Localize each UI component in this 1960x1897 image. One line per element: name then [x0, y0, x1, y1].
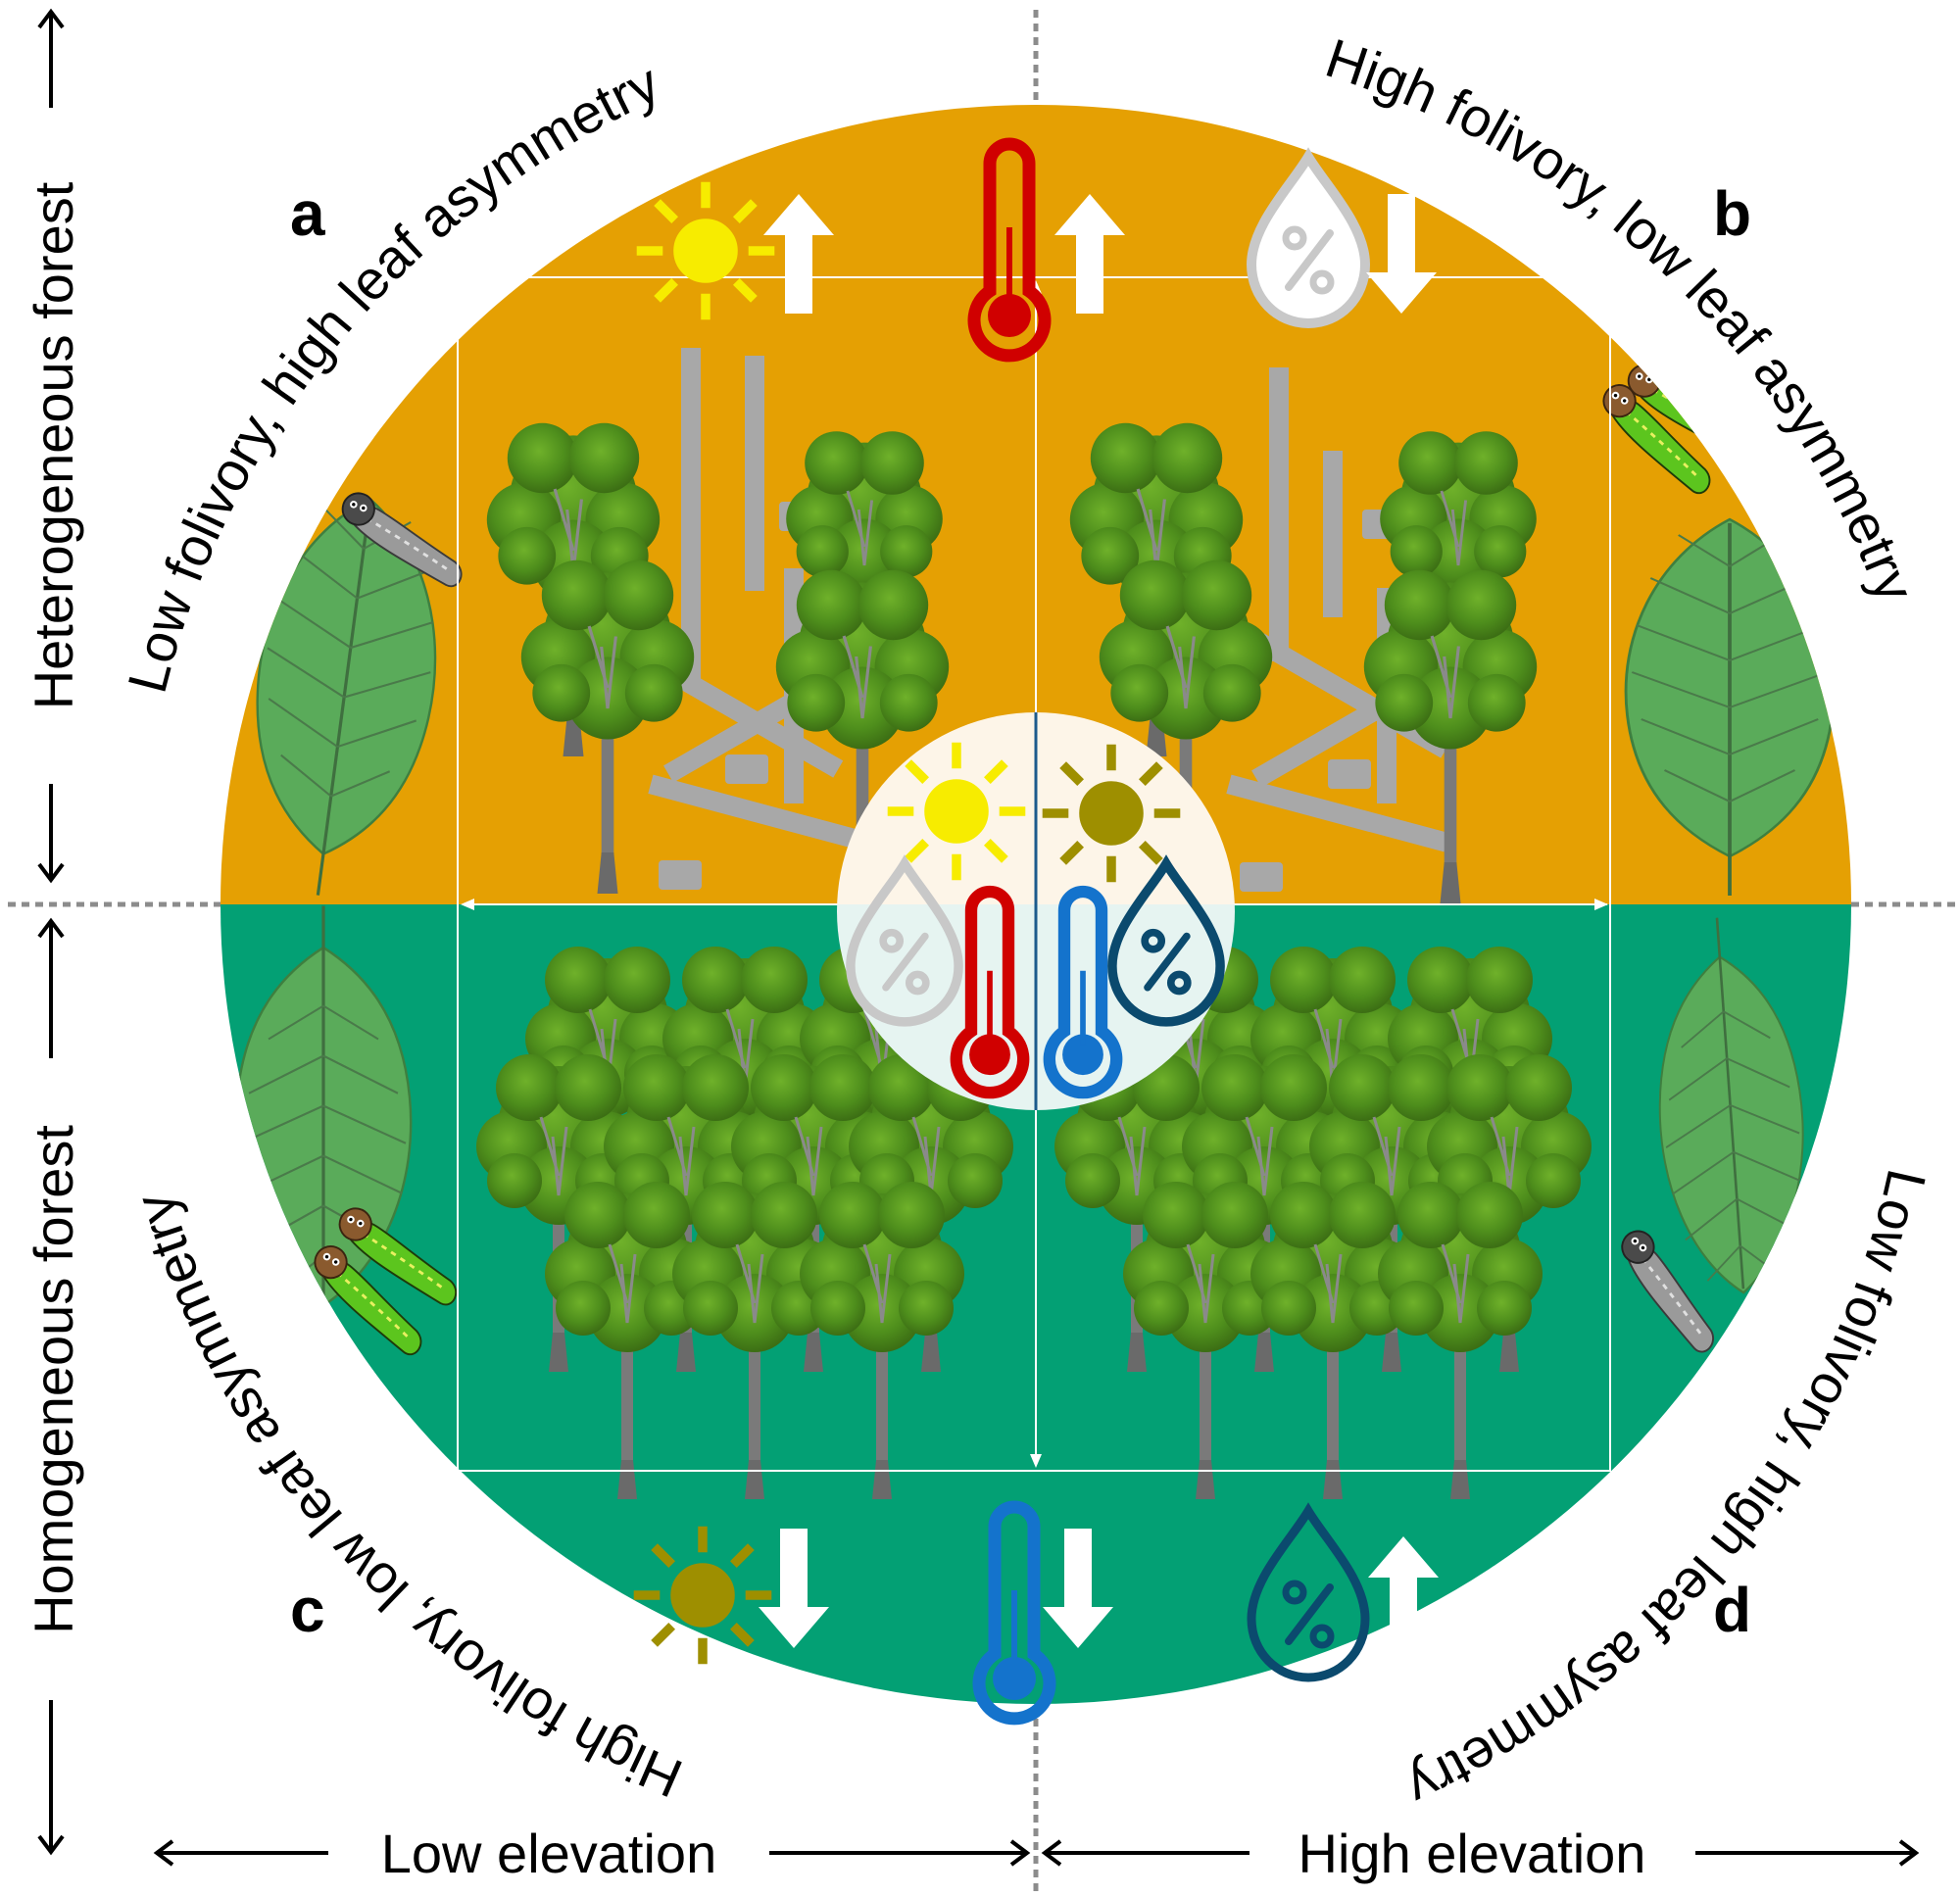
thermometer-icon [972, 1500, 1056, 1726]
panel-letter-c: c [290, 1575, 325, 1645]
panel-letter-b: b [1713, 178, 1751, 249]
humidity-drop-icon [1251, 1511, 1365, 1678]
humid-drop-icon [1112, 863, 1220, 1022]
elevation-axis [153, 1839, 1920, 1867]
low-elevation-label: Low elevation [381, 1823, 716, 1884]
sun-icon [634, 1527, 772, 1665]
high-elevation-label: High elevation [1298, 1823, 1646, 1884]
top-indicators [637, 137, 1437, 363]
bright-sun-icon [888, 743, 1026, 881]
dim-sun-icon [1043, 745, 1181, 883]
bottom-indicators [634, 1500, 1439, 1726]
sun-icon [637, 182, 775, 320]
forest-axis [37, 8, 65, 1856]
humidity-drop-icon [1251, 157, 1365, 323]
guide-lines [8, 10, 1955, 1897]
thermometer-icon [967, 137, 1052, 363]
cold-thermometer-icon [1043, 885, 1123, 1099]
panel-letter-a: a [290, 178, 325, 249]
panel-letter-d: d [1713, 1575, 1751, 1645]
homogeneous-forest-label: Homogeneous forest [23, 1125, 84, 1634]
warm-thermometer-icon [950, 885, 1030, 1099]
heterogeneous-forest-label: Heterogeneous forest [23, 181, 84, 709]
dry-drop-icon [851, 863, 958, 1022]
